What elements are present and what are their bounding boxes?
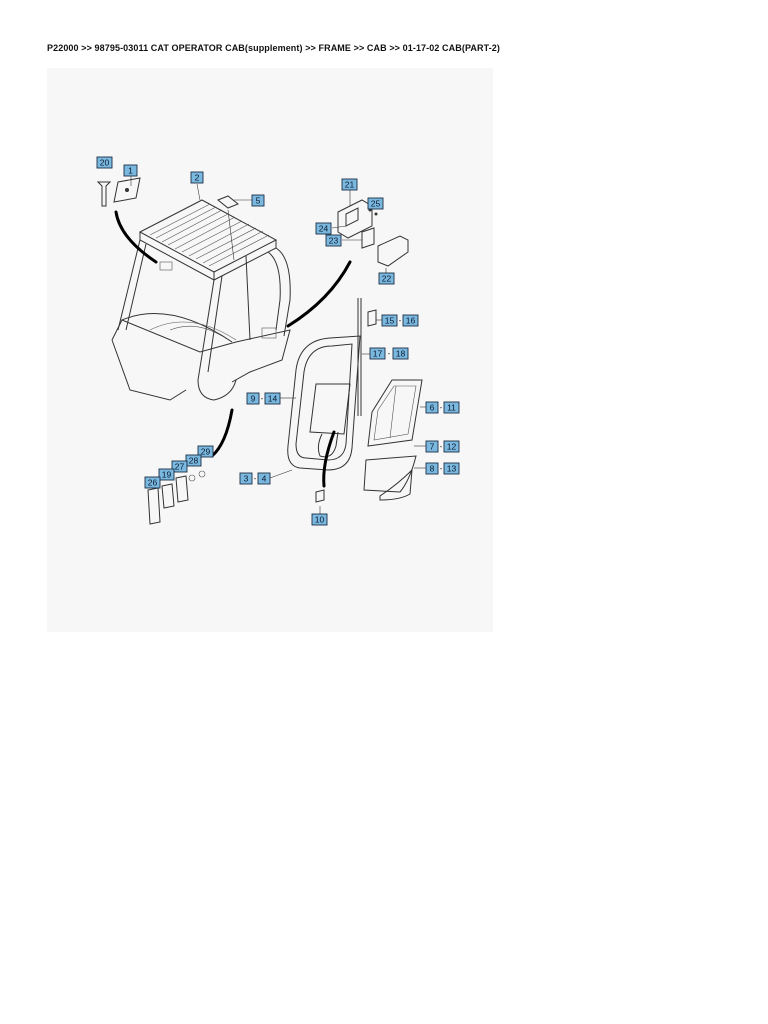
- callout-16-label: 16: [406, 316, 416, 326]
- latch-assembly-drawing: [337, 199, 409, 267]
- callout-24[interactable]: 24: [315, 222, 332, 235]
- callout-12[interactable]: 12: [443, 440, 460, 453]
- callout-13-label: 13: [447, 464, 457, 474]
- callout-16[interactable]: 16: [402, 314, 419, 327]
- callout-15-label: 15: [385, 316, 395, 326]
- cab-frame-drawing: [111, 199, 291, 401]
- diagram-panel: [47, 68, 493, 632]
- callout-3-label: 3: [244, 474, 249, 484]
- door-rod-drawing: [357, 298, 377, 416]
- mirror-drawing: [96, 177, 141, 207]
- separator-17-18: -: [388, 349, 391, 358]
- callout-6[interactable]: 6: [425, 401, 439, 414]
- callout-2[interactable]: 2: [190, 171, 204, 184]
- callout-3[interactable]: 3: [239, 472, 253, 485]
- assembly-arrows: [114, 210, 352, 488]
- callout-19[interactable]: 19: [158, 468, 175, 481]
- separator-15-16: -: [399, 316, 402, 325]
- hinge-hardware-drawing: [147, 470, 325, 525]
- callout-27[interactable]: 27: [171, 460, 188, 473]
- callout-11[interactable]: 11: [443, 401, 460, 414]
- callout-2-label: 2: [195, 173, 200, 183]
- separator-3-4: -: [254, 474, 257, 483]
- callout-23-label: 23: [329, 236, 339, 246]
- callout-27-label: 27: [175, 462, 185, 472]
- callout-28[interactable]: 28: [185, 454, 202, 467]
- callout-5-label: 5: [256, 196, 261, 206]
- separator-8-13: -: [440, 464, 443, 473]
- door-drawing: [287, 335, 361, 471]
- callout-14-label: 14: [268, 394, 278, 404]
- callout-4-label: 4: [262, 474, 267, 484]
- callout-10[interactable]: 10: [311, 513, 328, 526]
- separator-6-11: -: [440, 403, 443, 412]
- callout-9[interactable]: 9: [246, 392, 260, 405]
- callout-21[interactable]: 21: [341, 178, 358, 191]
- callout-4[interactable]: 4: [257, 472, 271, 485]
- leader-lines: [130, 176, 426, 514]
- callout-5[interactable]: 5: [251, 194, 265, 207]
- callout-25-label: 25: [371, 199, 381, 209]
- callout-20[interactable]: 20: [96, 156, 113, 169]
- callout-18[interactable]: 18: [392, 347, 409, 360]
- callout-29[interactable]: 29: [197, 445, 214, 458]
- callout-26-label: 26: [148, 478, 158, 488]
- callout-7[interactable]: 7: [425, 440, 439, 453]
- callout-21-label: 21: [345, 180, 355, 190]
- callout-17-label: 17: [373, 349, 383, 359]
- callout-9-label: 9: [251, 394, 256, 404]
- plate-part-5-drawing: [217, 195, 239, 261]
- callout-12-label: 12: [447, 442, 457, 452]
- callout-7-label: 7: [430, 442, 435, 452]
- callout-18-label: 18: [396, 349, 406, 359]
- callout-22-label: 22: [382, 274, 392, 284]
- callout-11-label: 11: [447, 403, 456, 413]
- callout-28-label: 28: [189, 456, 199, 466]
- callout-15[interactable]: 15: [381, 314, 398, 327]
- callout-13[interactable]: 13: [443, 462, 460, 475]
- callout-29-label: 29: [201, 447, 211, 457]
- callout-10-label: 10: [315, 515, 325, 525]
- breadcrumb: P22000 >> 98795-03011 CAT OPERATOR CAB(s…: [47, 43, 500, 53]
- callout-25[interactable]: 25: [367, 197, 384, 210]
- callout-24-label: 24: [319, 224, 329, 234]
- callout-6-label: 6: [430, 403, 435, 413]
- callout-14[interactable]: 14: [264, 392, 281, 405]
- callout-22[interactable]: 22: [378, 272, 395, 285]
- callout-8-label: 8: [430, 464, 435, 474]
- separator-7-12: -: [440, 442, 443, 451]
- callout-26[interactable]: 26: [144, 476, 161, 489]
- separator-9-14: -: [261, 394, 264, 403]
- window-panels-drawing: [363, 379, 423, 501]
- callout-1[interactable]: 1: [123, 164, 138, 177]
- callout-23[interactable]: 23: [325, 234, 342, 247]
- callout-17[interactable]: 17: [369, 347, 386, 360]
- callout-19-label: 19: [162, 470, 172, 480]
- callout-8[interactable]: 8: [425, 462, 439, 475]
- callout-20-label: 20: [100, 158, 110, 168]
- callout-1-label: 1: [128, 166, 133, 176]
